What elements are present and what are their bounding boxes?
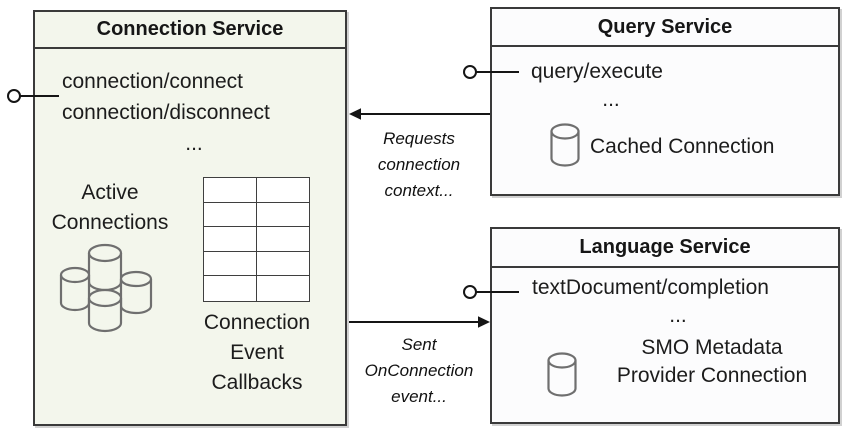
cached-connection-label: Cached Connection — [590, 135, 775, 158]
requests-connection-context-label: Requests connection context... — [349, 126, 489, 204]
database-icon — [550, 123, 580, 167]
connection-service-box: Connection Service connection/connect co… — [33, 10, 347, 426]
database-cluster-icon — [59, 243, 153, 333]
method-textdocument-completion: textDocument/completion — [532, 276, 769, 299]
sent-arrow — [349, 316, 490, 328]
database-icon — [119, 270, 153, 315]
more-methods-ellipsis: ... — [669, 304, 687, 327]
active-connections-line2: Connections — [51, 211, 169, 234]
method-connection-connect: connection/connect — [62, 70, 243, 93]
sent-onconnection-event-label: Sent OnConnection event... — [349, 332, 489, 410]
requests-arrow — [349, 108, 490, 120]
callbacks-label-line3: Callbacks — [211, 371, 303, 394]
table-cell — [204, 276, 257, 301]
active-connections-label: Active Connections — [35, 178, 185, 238]
callbacks-label: Connection Event Callbacks — [168, 308, 346, 398]
smo-metadata-provider-connection-label: SMO Metadata Provider Connection — [612, 334, 812, 390]
sent-label-line1: Sent — [401, 335, 437, 354]
table-cell — [204, 251, 257, 277]
table-cell — [256, 178, 309, 203]
more-methods-ellipsis: ... — [185, 132, 203, 155]
smo-label-line1: SMO Metadata — [641, 336, 783, 359]
database-icon — [87, 243, 123, 292]
language-methods: textDocument/completion ... — [532, 274, 824, 330]
callbacks-label-line2: Event — [230, 341, 284, 364]
more-methods-ellipsis: ... — [602, 88, 620, 111]
method-connection-disconnect: connection/disconnect — [62, 101, 270, 124]
method-query-execute: query/execute — [531, 60, 663, 83]
table-cell — [257, 276, 310, 301]
requests-label-line1: Requests — [383, 129, 455, 148]
callbacks-table-icon — [203, 177, 310, 302]
database-icon — [59, 266, 91, 312]
connection-service-title: Connection Service — [35, 12, 345, 49]
sent-label-line2: OnConnection — [364, 361, 474, 380]
smo-label-line2: Provider Connection — [616, 364, 808, 387]
table-cell — [204, 227, 257, 252]
requests-label-line2: connection — [377, 155, 461, 174]
active-connections-line1: Active — [81, 181, 139, 204]
table-cell — [256, 203, 309, 228]
table-cell — [204, 202, 257, 228]
database-icon — [547, 352, 577, 397]
language-service-title: Language Service — [492, 229, 838, 268]
sent-label-line3: event... — [391, 387, 447, 406]
callbacks-label-line1: Connection — [203, 311, 311, 334]
query-service-title: Query Service — [492, 9, 838, 47]
table-cell — [204, 178, 257, 203]
requests-label-line3: context... — [384, 181, 454, 200]
query-service-box: Query Service query/execute ... Cached C… — [490, 7, 840, 196]
table-cell — [256, 227, 309, 252]
table-cell — [256, 252, 309, 277]
database-icon — [87, 288, 123, 333]
language-service-box: Language Service textDocument/completion… — [490, 227, 840, 424]
query-methods: query/execute ... — [531, 58, 691, 114]
connection-methods: connection/connect connection/disconnect… — [62, 66, 326, 159]
